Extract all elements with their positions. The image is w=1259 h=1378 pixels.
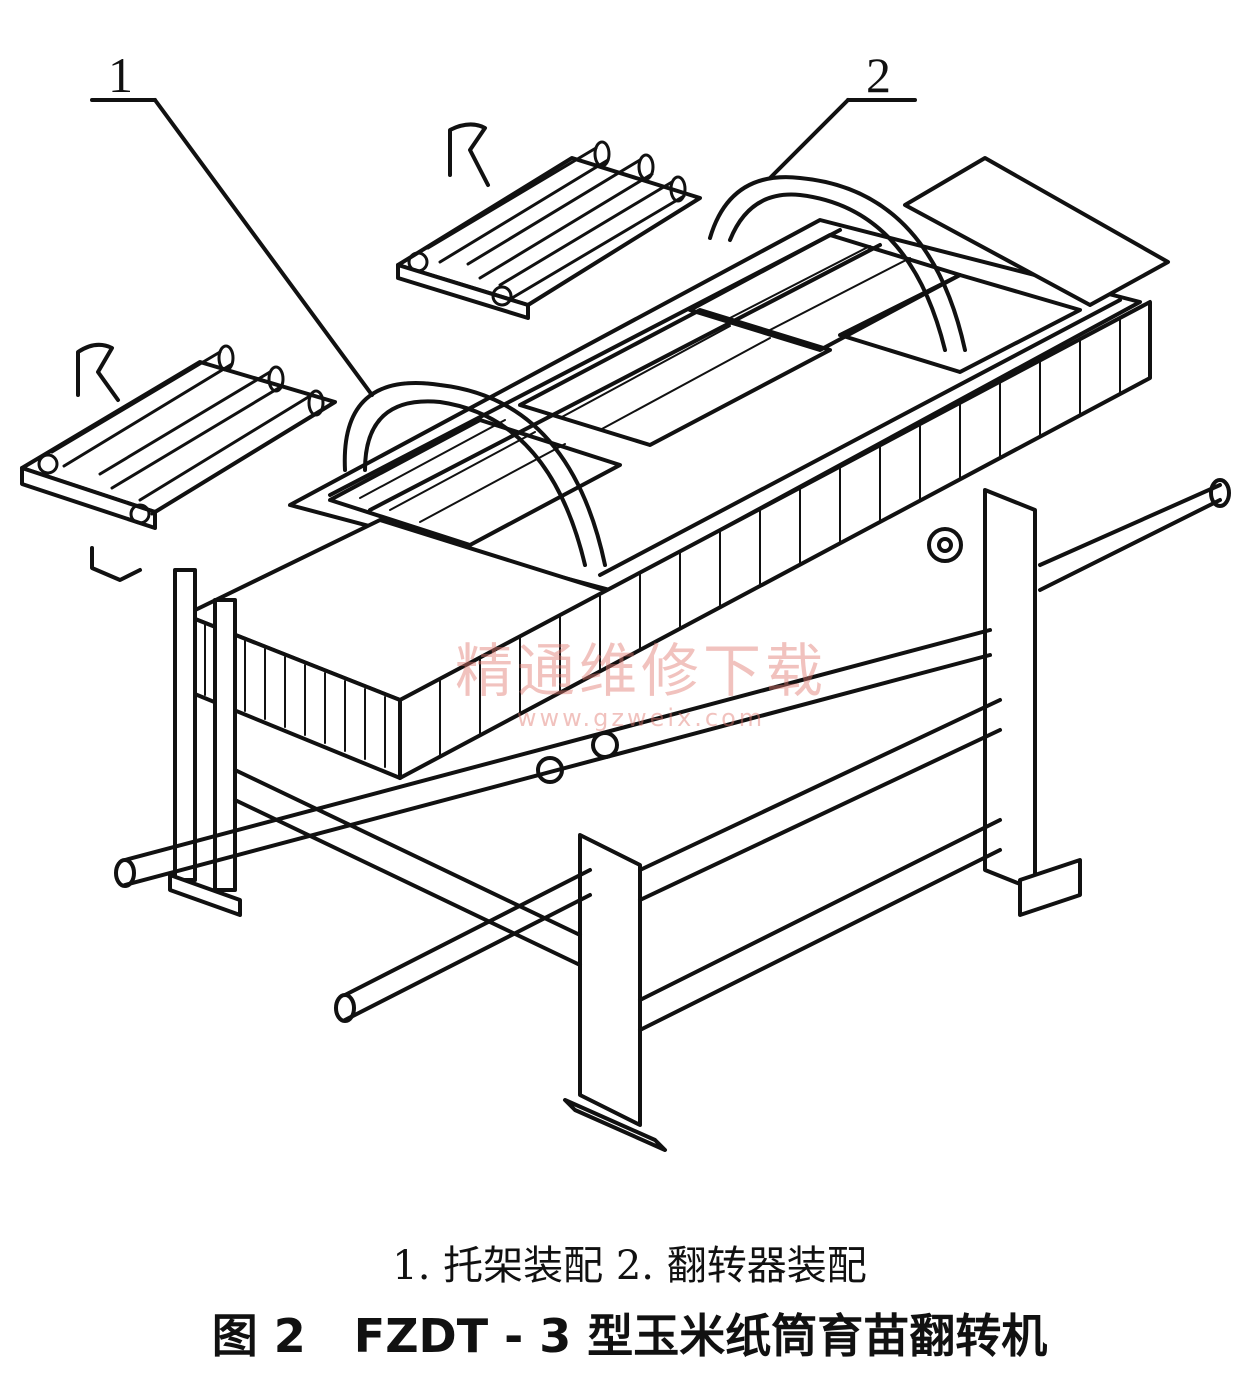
rear-arch — [708, 175, 967, 352]
grid-side — [398, 300, 1152, 780]
figure-legend: 1. 托架装配 2. 翻转器装配 — [392, 1243, 867, 1289]
front-arch — [342, 381, 607, 567]
rear-tray — [396, 122, 702, 320]
figure-caption: 图 2 FZDT - 3 型玉米纸筒育苗翻转机 — [211, 1309, 1048, 1363]
base-frame — [168, 488, 1082, 1152]
leader-line-1 — [90, 98, 374, 397]
callout-label-1: 1 — [108, 47, 133, 103]
front-tray — [20, 342, 337, 582]
main-frame — [288, 218, 1142, 592]
machine-drawing — [20, 98, 1231, 1152]
right-plate — [903, 156, 1170, 307]
leader-line-2 — [768, 98, 917, 180]
pivot-joints — [536, 527, 963, 784]
pipes — [114, 478, 1231, 1023]
callout-label-2: 2 — [866, 47, 891, 103]
